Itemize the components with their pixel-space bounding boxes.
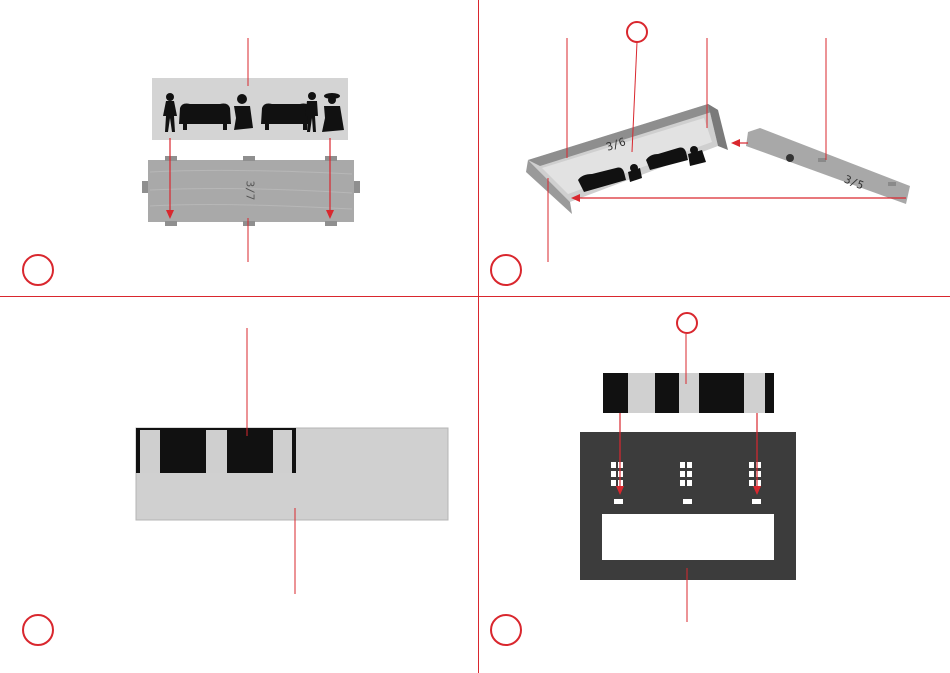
top-strip <box>603 373 774 413</box>
strip-reference-circle <box>676 312 698 334</box>
door-opening <box>602 514 774 560</box>
step-number-circle-4 <box>490 614 522 646</box>
